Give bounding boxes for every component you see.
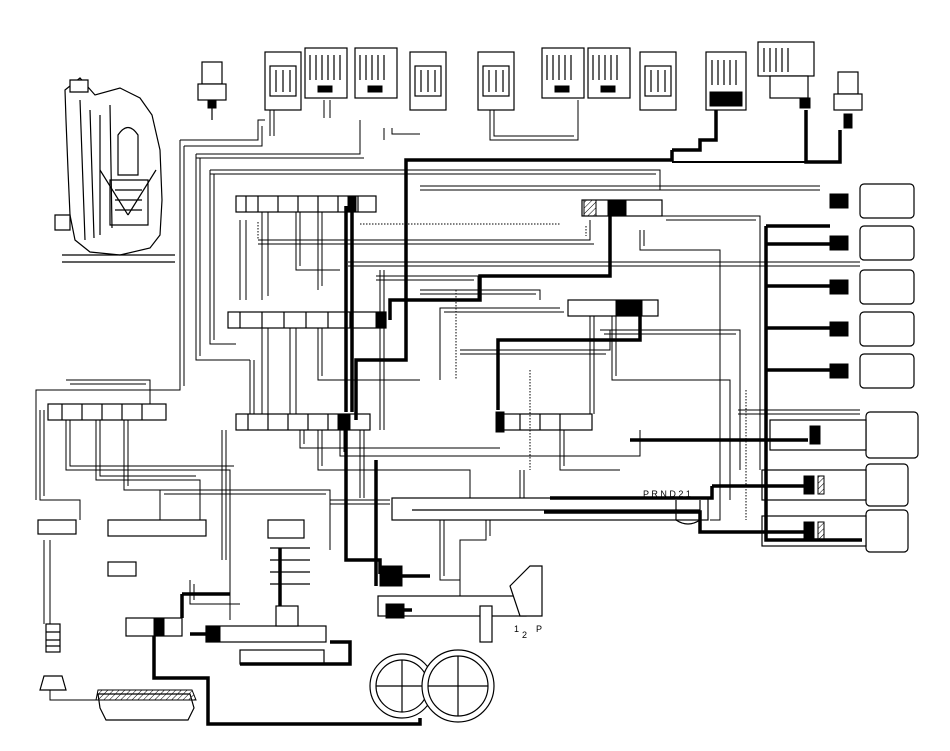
torque-converter: [54, 77, 175, 263]
valve-body-left: [37, 403, 207, 637]
solenoid-valve-9: [705, 51, 747, 111]
top-component-row: [197, 41, 863, 129]
parking-mechanism: 1 2 P: [377, 565, 543, 643]
oil-pump: [369, 649, 495, 723]
main-pressure-lines: [152, 110, 862, 726]
selector-pos-2: 2: [522, 630, 527, 640]
selector-range-label: P R N D 2 1: [643, 489, 691, 499]
valve-body-bottom: [205, 519, 327, 665]
solenoid-valve-5: [477, 51, 515, 111]
pressure-switch-right: [833, 71, 863, 129]
valve-body-center-right: [495, 199, 663, 433]
accumulator-stack: [829, 183, 915, 389]
oil-strainer: [95, 689, 197, 721]
valve-body-upper-left: [227, 195, 387, 431]
solenoid-valve-6: [541, 47, 585, 99]
pressure-switch-left: [197, 61, 227, 120]
solenoid-valve-10: [757, 41, 815, 109]
solenoid-valve-7: [587, 47, 631, 99]
selector-pos-p: P: [536, 624, 542, 634]
solenoid-valve-2: [304, 47, 348, 99]
solenoid-valve-8: [639, 51, 677, 111]
hydraulic-passages: [35, 100, 860, 701]
solenoid-valve-3: [354, 47, 398, 99]
solenoid-valve-1: [264, 51, 302, 111]
selector-pos-1: 1: [514, 624, 519, 634]
band-servo-units: [761, 411, 919, 553]
oil-filter: [39, 623, 67, 691]
manual-valve: P R N D 2 1: [391, 489, 709, 525]
solenoid-valve-4: [409, 51, 447, 111]
